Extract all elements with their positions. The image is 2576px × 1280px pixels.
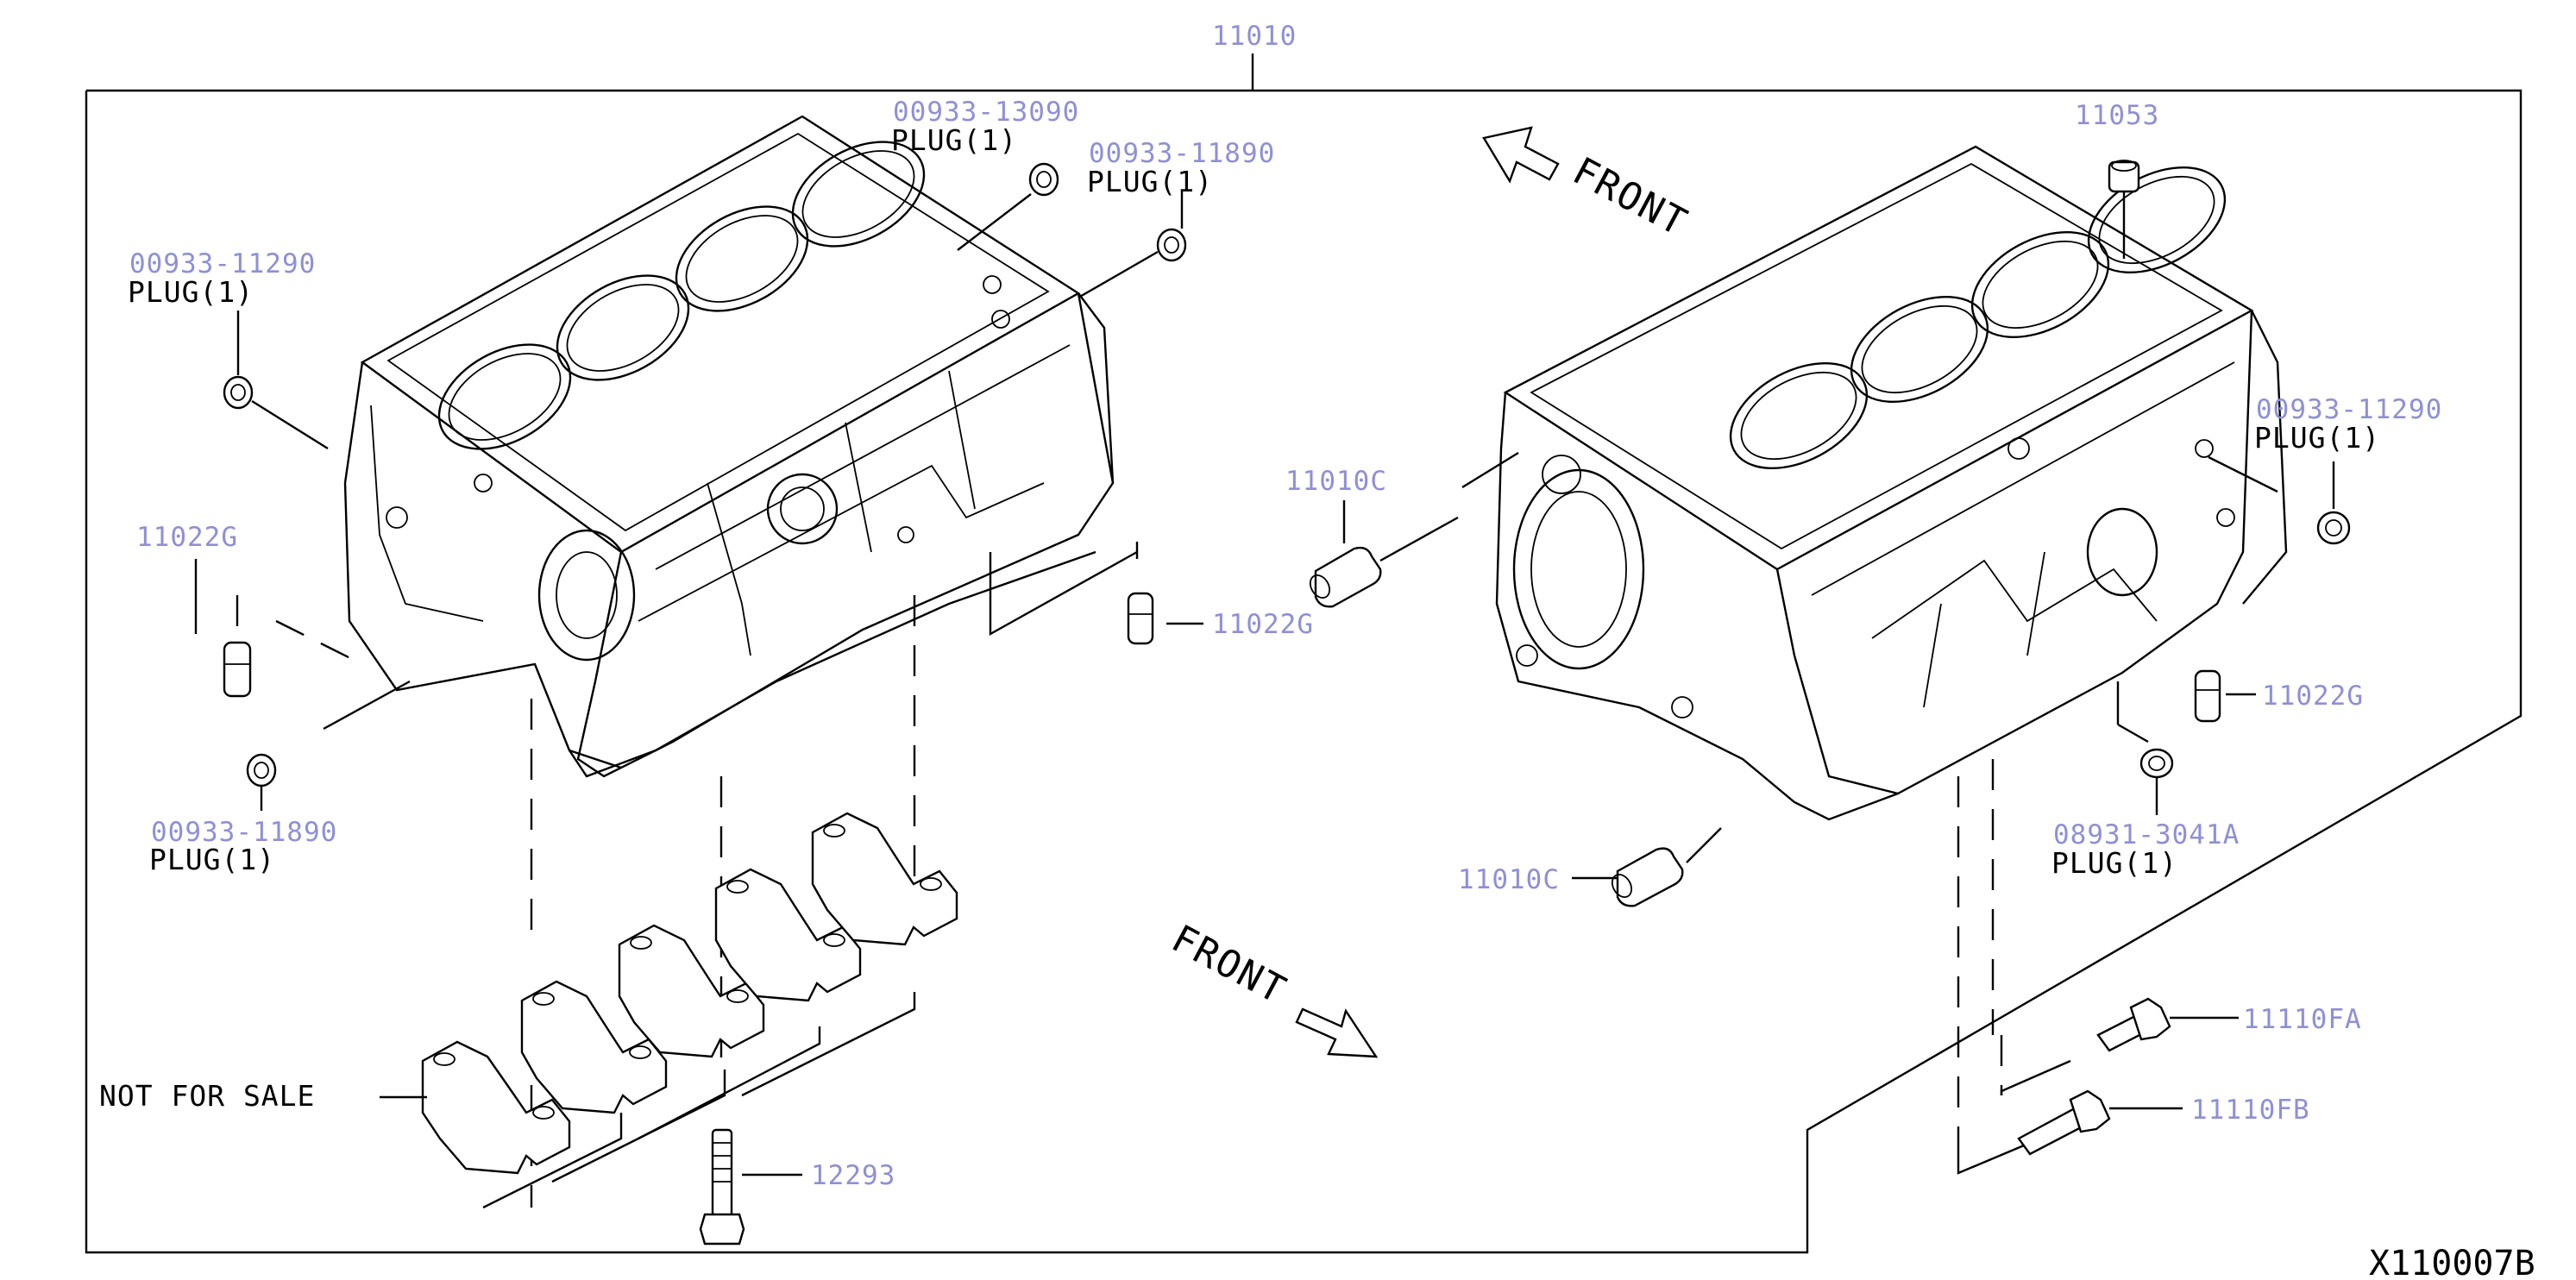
plug-11290-right-icon[interactable] xyxy=(2316,511,2351,545)
cap-11053-icon[interactable] xyxy=(2108,160,2140,193)
plug-00933-11890-top-part-number[interactable]: 00933-11890 xyxy=(1089,138,1275,169)
bolt-12293-icon[interactable] xyxy=(699,1128,745,1245)
dowel-11022g-right-icon[interactable] xyxy=(2194,669,2221,723)
dowel-11022g-mid-part-number[interactable]: 11022G xyxy=(1212,609,1314,640)
pin-11010c-bottom-icon[interactable] xyxy=(1608,847,1684,907)
bolt-11110fb-part-number[interactable]: 11110FB xyxy=(2191,1095,2310,1126)
front-arrow-bottom: FRONT xyxy=(1165,917,1379,1058)
callout-plug-00933-11890-bottom[interactable]: 00933-11890 PLUG(1) xyxy=(149,680,411,876)
dowel-11022g-mid-icon[interactable] xyxy=(1127,592,1154,645)
cylinder-block-left xyxy=(343,115,1115,778)
bolt-12293-part-number[interactable]: 12293 xyxy=(811,1160,895,1191)
plug-00933-11290-left-qty: PLUG(1) xyxy=(128,275,254,309)
callout-plug-00933-11890-top[interactable]: 00933-11890 PLUG(1) xyxy=(1078,138,1275,299)
front-label-bottom: FRONT xyxy=(1165,917,1294,1013)
callout-bolt-11110fb[interactable]: 11110FB xyxy=(2017,1089,2310,1156)
front-arrow-top: FRONT xyxy=(1482,126,1695,246)
callout-plug-00933-11290-left[interactable]: 00933-11290 PLUG(1) xyxy=(128,248,329,450)
plug-3041a-icon[interactable] xyxy=(2139,748,2174,779)
bearing-cap-4 xyxy=(714,868,862,1002)
front-label-top: FRONT xyxy=(1566,149,1695,246)
callout-cap-11053[interactable]: 11053 xyxy=(2075,100,2159,259)
bearing-cap-2 xyxy=(520,980,668,1114)
plug-11290-left-icon[interactable] xyxy=(223,375,254,410)
main-bearing-caps xyxy=(421,812,958,1175)
plug-13090-icon[interactable] xyxy=(1028,162,1059,197)
plug-00933-13090-qty: PLUG(1) xyxy=(891,123,1017,157)
plug-00933-11290-right-qty: PLUG(1) xyxy=(2254,421,2380,455)
plug-00933-11290-left-part-number[interactable]: 00933-11290 xyxy=(129,248,316,279)
plug-08931-3041a-qty: PLUG(1) xyxy=(2051,846,2177,880)
callout-pin-11010c-bottom[interactable]: 11010C xyxy=(1458,827,1722,907)
plug-11890-bottom-icon[interactable] xyxy=(246,753,277,787)
plug-00933-11290-right-part-number[interactable]: 00933-11290 xyxy=(2256,394,2442,425)
cylinder-block-right xyxy=(1495,145,2288,821)
diagram-code: X110007B xyxy=(2369,1244,2535,1280)
plug-08931-3041a-part-number[interactable]: 08931-3041A xyxy=(2053,819,2240,850)
plug-00933-11890-top-qty: PLUG(1) xyxy=(1087,165,1213,198)
bearing-cap-5 xyxy=(811,812,958,946)
plug-00933-11890-bottom-qty: PLUG(1) xyxy=(149,843,275,876)
callout-plug-08931-3041a[interactable]: 08931-3041A PLUG(1) xyxy=(2051,748,2240,880)
pin-11010c-bottom-part-number[interactable]: 11010C xyxy=(1458,864,1560,895)
pin-11010c-top-icon[interactable] xyxy=(1306,546,1382,608)
callout-pin-11010c-top[interactable]: 11010C xyxy=(1285,451,1519,608)
callout-dowel-11022g-mid[interactable]: 11022G xyxy=(1127,592,1314,645)
assembly-frame xyxy=(85,53,2523,1254)
callout-plug-00933-13090[interactable]: 00933-13090 PLUG(1) xyxy=(891,97,1079,251)
plug-00933-13090-part-number[interactable]: 00933-13090 xyxy=(893,97,1079,128)
dowel-11022g-left-part-number[interactable]: 11022G xyxy=(136,522,238,553)
cap-11053-part-number[interactable]: 11053 xyxy=(2075,100,2159,131)
dowel-11022g-left-icon[interactable] xyxy=(223,641,252,698)
callout-plug-00933-11290-right[interactable]: 00933-11290 PLUG(1) xyxy=(2208,394,2442,545)
right-alignment-guides xyxy=(1957,681,2149,1175)
bearing-cap-1 xyxy=(421,1040,571,1175)
bolt-11110fb-icon[interactable] xyxy=(2017,1089,2111,1156)
bearing-caps-note: NOT FOR SALE xyxy=(99,1079,315,1113)
dowel-11022g-right-part-number[interactable]: 11022G xyxy=(2262,681,2364,712)
callout-bolt-12293[interactable]: 12293 xyxy=(699,1128,895,1245)
bearing-cap-3 xyxy=(618,924,765,1058)
callout-bolt-11110fa[interactable]: 11110FA xyxy=(2096,997,2362,1052)
bolt-11110fa-part-number[interactable]: 11110FA xyxy=(2243,1004,2362,1035)
plug-00933-11890-bottom-part-number[interactable]: 00933-11890 xyxy=(151,817,337,848)
callout-dowel-11022g-left[interactable]: 11022G xyxy=(136,522,363,698)
plug-11890-top-icon[interactable] xyxy=(1156,228,1187,262)
assembly-part-number[interactable]: 11010 xyxy=(1212,21,1297,52)
callout-dowel-11022g-right[interactable]: 11022G xyxy=(2194,669,2364,723)
bolt-11110fa-icon[interactable] xyxy=(2096,997,2171,1052)
pin-11010c-top-part-number[interactable]: 11010C xyxy=(1285,466,1387,497)
